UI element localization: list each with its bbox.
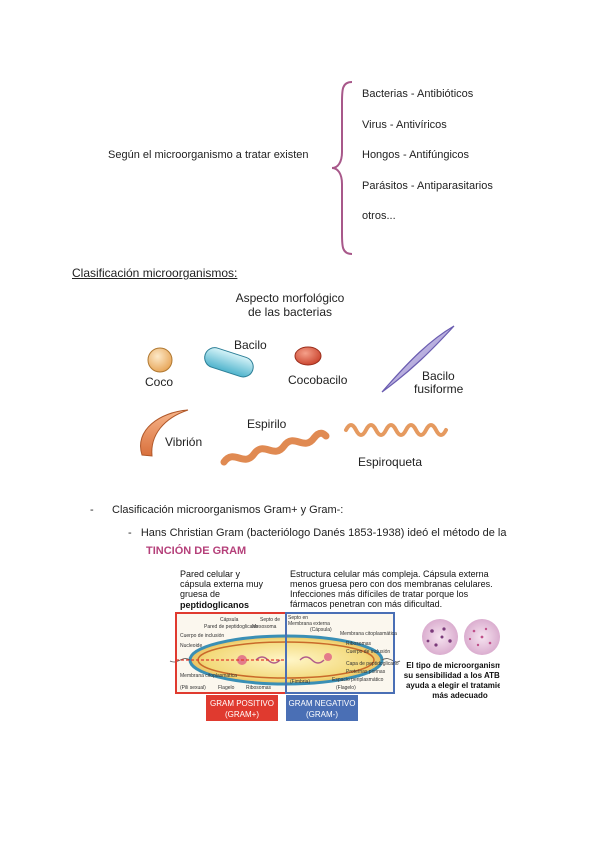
coco-shape (147, 347, 173, 373)
treatment-item: otros... (362, 210, 396, 222)
bacilo-shape (204, 347, 254, 378)
pos-part-label: Flagelo (218, 685, 235, 691)
espiroqueta-shape (344, 423, 448, 437)
atb-note-line: más adecuado (432, 691, 488, 700)
morphology-title-2: de las bacterias (248, 305, 332, 319)
atb-note-line: su sensibilidad a los ATB nos (404, 671, 500, 680)
pos-desc-line: gruesa de (180, 589, 220, 599)
gram-pos-label: (GRAM+) (225, 710, 259, 719)
treatment-item: Parásitos - Antiparasitarios (362, 180, 493, 192)
vibrion-shape (140, 409, 189, 457)
pos-part-label: Pared de peptidoglicano (204, 624, 258, 630)
neg-part-label: Septo en (288, 615, 308, 621)
inclusion-body (324, 653, 332, 661)
cocobacilo-shape (294, 346, 322, 366)
bacteria-morphology-figure: Aspecto morfológico de las bacterias Coc… (140, 291, 464, 469)
pos-part-label: Membrana citoplasmática (180, 673, 237, 679)
neg-part-label: (Cápsula) (310, 627, 332, 633)
flagellum (381, 658, 401, 663)
curly-brace (331, 81, 353, 255)
intro-text: Según el microorganismo a tratar existen (108, 149, 309, 161)
pos-part-label: Septo de (260, 617, 280, 623)
pos-part-label: Cuerpo de inclusión (180, 633, 224, 639)
neg-part-label: Proteínas porinas (346, 669, 386, 675)
bullet-dash: - (90, 504, 112, 516)
section-title: Clasificación microorganismos: (72, 266, 238, 280)
bullet-text: Clasificación microorganismos Gram+ y Gr… (112, 504, 344, 516)
gram-pos-micrograph (422, 619, 458, 655)
pos-part-label: Nucleoide (180, 643, 202, 649)
gram-figure: Pared celular y cápsula externa muy grue… (169, 569, 500, 721)
pos-part-label: Mesosoma (252, 624, 277, 630)
pos-desc-line: cápsula externa muy (180, 579, 264, 589)
neg-desc-line: fármacos penetran con más dificultad. (290, 599, 442, 609)
bullet-text: Hans Christian Gram (bacteriólogo Danés … (140, 527, 507, 539)
pos-part-label: (Pili sexual) (180, 685, 206, 691)
gram-pos-label: GRAM POSITIVO (210, 699, 274, 708)
fusiforme-label-1: Bacilo (422, 369, 455, 383)
coco-label: Coco (145, 375, 173, 389)
atb-note-line: ayuda a elegir el tratamiento (406, 681, 500, 690)
treatment-item: Virus - Antivíricos (362, 119, 447, 131)
morphology-title-1: Aspecto morfológico (236, 291, 345, 305)
gram-pos-label-box (206, 695, 278, 721)
vibrion-label: Vibrión (165, 435, 202, 449)
neg-part-label: Cuerpo de inclusión (346, 649, 390, 655)
neg-part-label: (Flagelo) (336, 685, 356, 691)
neg-part-label: Membrana citoplasmática (340, 631, 397, 637)
pos-part-label: Ribosomas (246, 685, 272, 691)
espirilo-label: Espirilo (247, 417, 287, 431)
bacilo-label: Bacilo (234, 338, 267, 352)
neg-desc-line: Estructura celular más compleja. Cápsula… (290, 569, 489, 579)
gram-neg-label: GRAM NEGATIVO (289, 699, 356, 708)
neg-desc-line: Infecciones más difíciles de tratar porq… (290, 589, 469, 599)
espirilo-shape (220, 429, 330, 466)
cocobacilo-label: Cocobacilo (288, 373, 348, 387)
bullet-gram-classification: - Clasificación microorganismos Gram+ y … (90, 504, 343, 516)
fusiforme-shape (381, 325, 455, 393)
atb-note-line: El tipo de microorganismo y (406, 661, 500, 670)
neg-part-label: Capa de peptidoglicano (346, 661, 399, 667)
pos-desc-line: peptidoglicanos (180, 600, 249, 610)
flagellum (169, 658, 191, 663)
pos-part-label: Cápsula (220, 617, 239, 623)
pos-desc-line: Pared celular y (180, 569, 241, 579)
gram-neg-frame (285, 612, 395, 694)
treatment-item: Hongos - Antifúngicos (362, 149, 470, 161)
gram-neg-label-box (286, 695, 358, 721)
gram-stain-title: TINCIÓN DE GRAM (146, 545, 247, 557)
treatment-item: Bacterias - Antibióticos (362, 88, 474, 100)
neg-part-label: Espacio periplasmático (332, 677, 384, 683)
neg-part-label: Ribosomas (346, 641, 372, 647)
neg-part-label: (Fimbria) (290, 679, 310, 685)
fusiforme-label-2: fusiforme (414, 382, 464, 396)
espiroqueta-label: Espiroqueta (358, 455, 422, 469)
bullet-gram-history: - Hans Christian Gram (bacteriólogo Dané… (128, 527, 507, 539)
gram-neg-label: (GRAM-) (306, 710, 338, 719)
neg-part-label: Membrana externa (288, 621, 330, 627)
nucleoid (299, 656, 325, 664)
bullet-dash: - (128, 527, 141, 539)
neg-desc-line: menos gruesa pero con dos membranas celu… (290, 579, 493, 589)
